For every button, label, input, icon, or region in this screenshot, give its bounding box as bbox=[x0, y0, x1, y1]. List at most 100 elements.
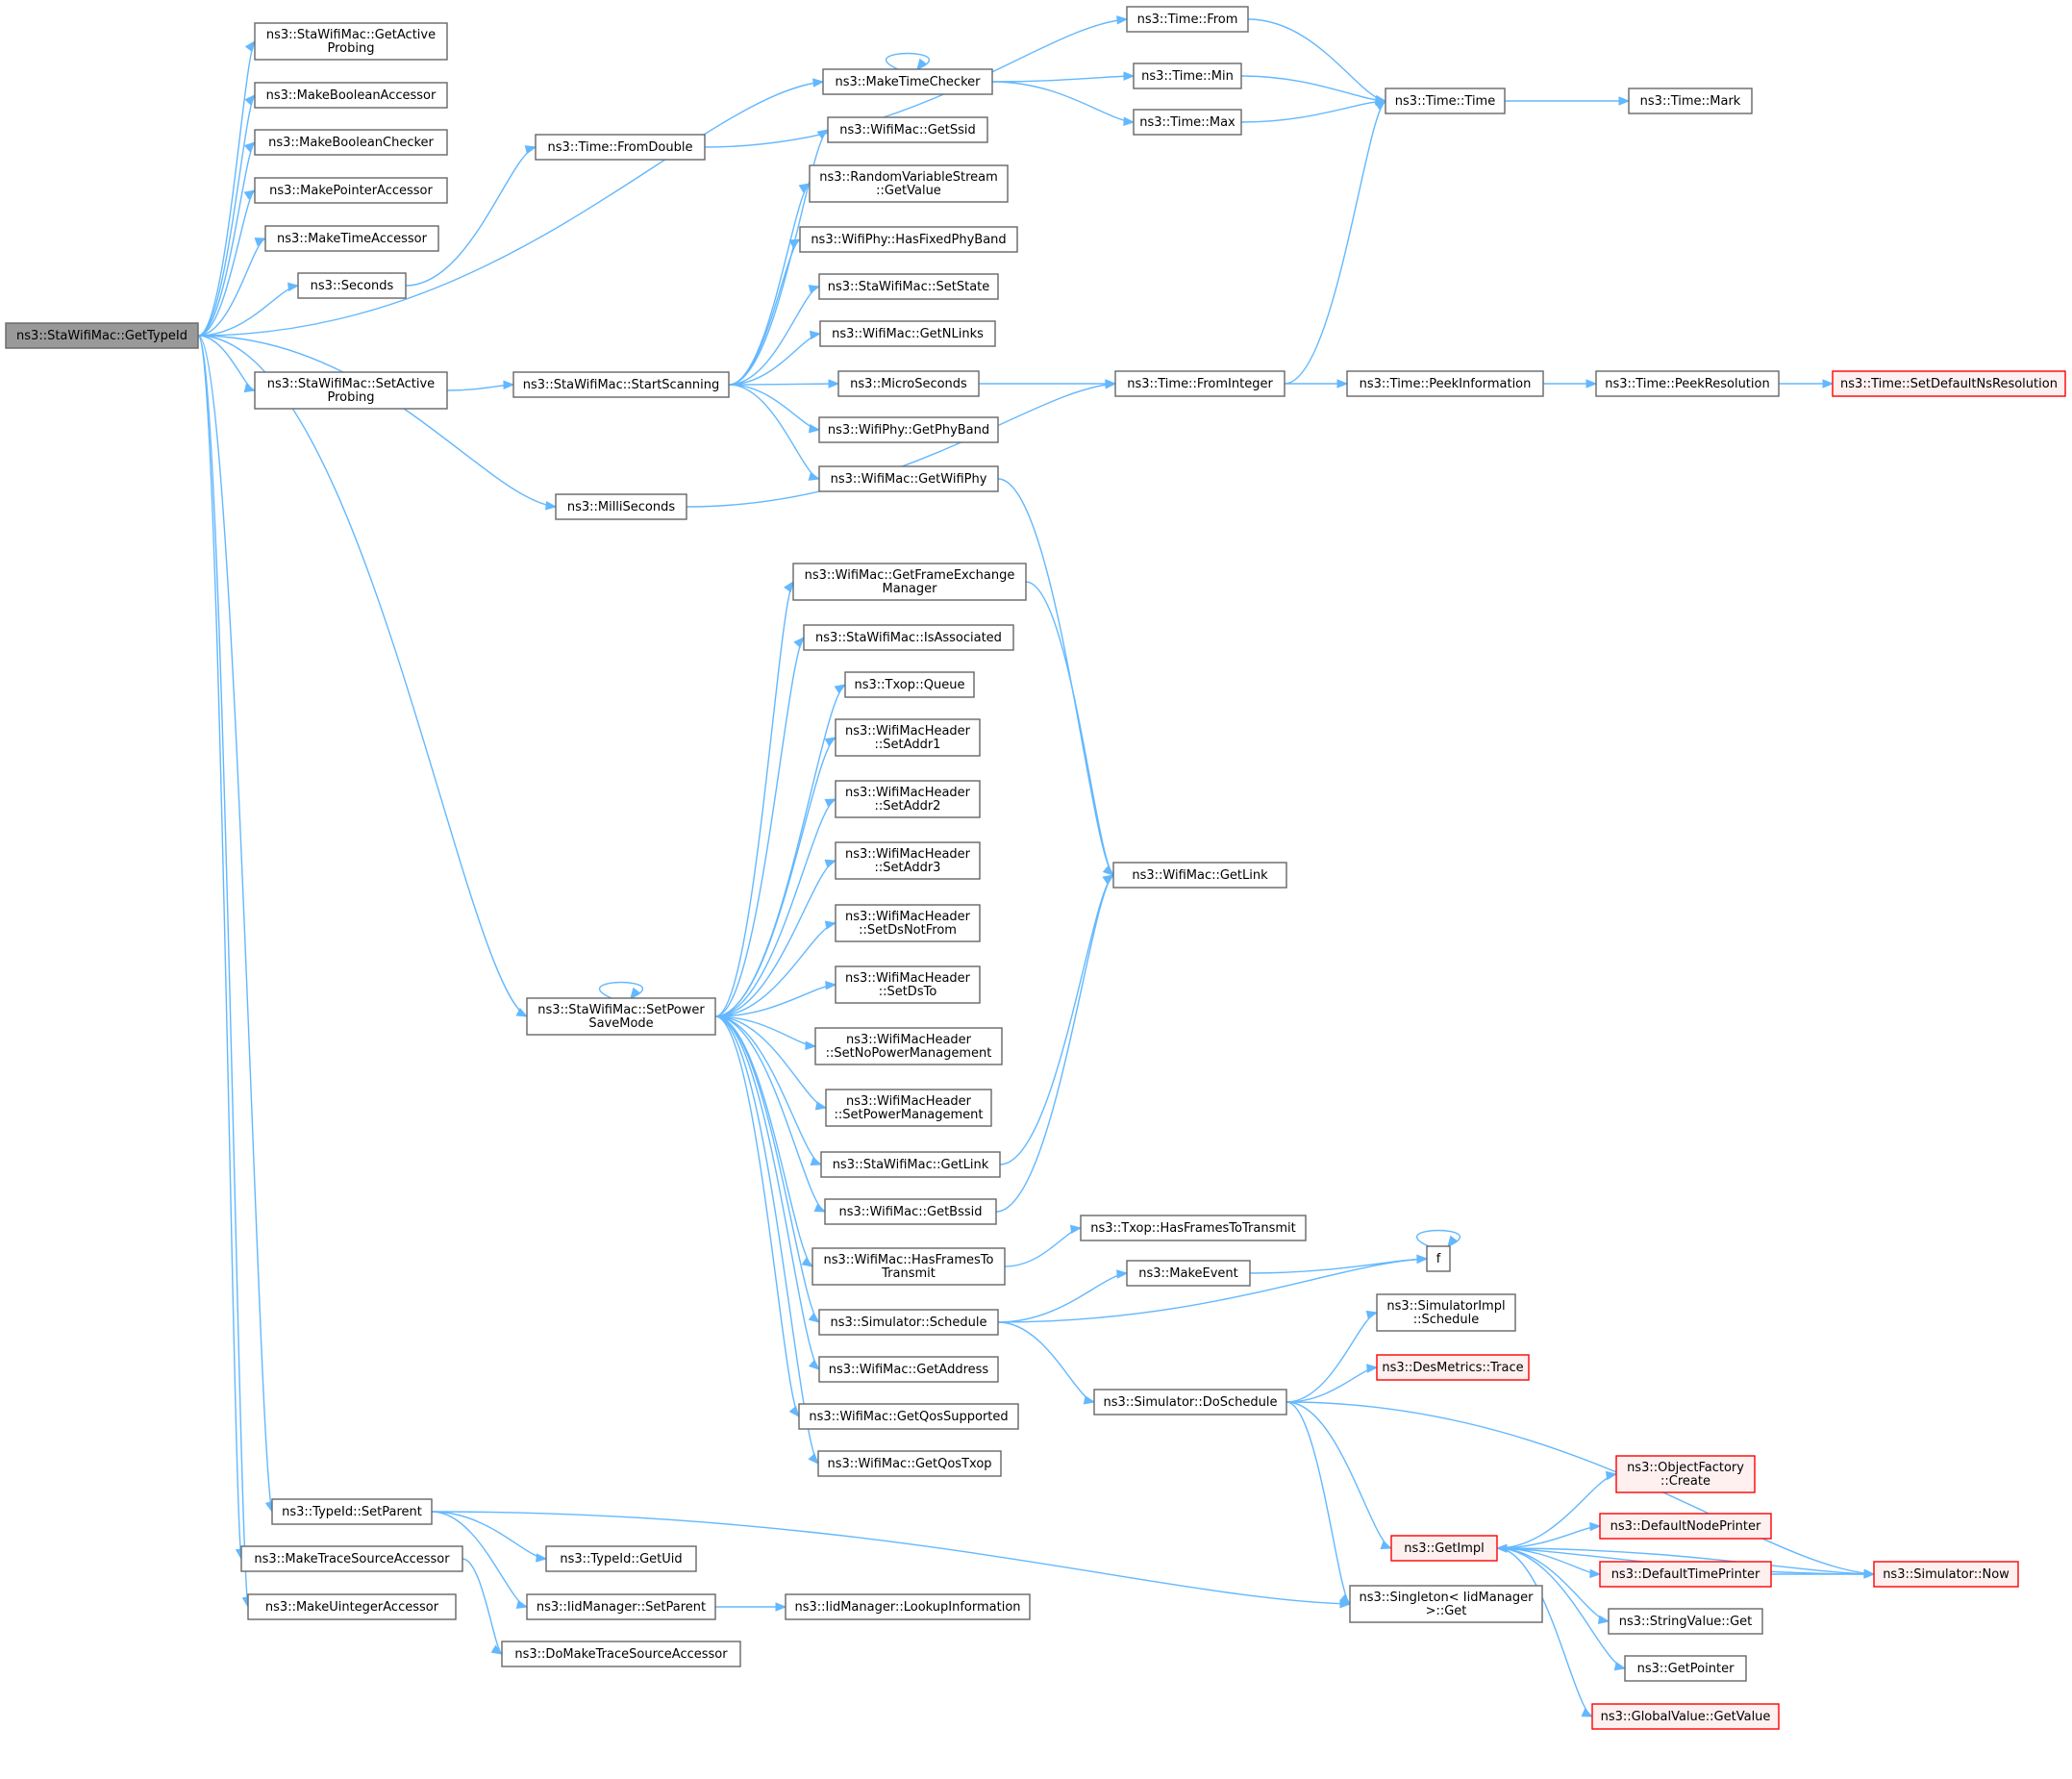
node-label: ::SetNoPowerManagement bbox=[826, 1046, 992, 1061]
node-fromInteger[interactable]: ns3::Time::FromInteger bbox=[1114, 370, 1286, 397]
node-defNodePrinter[interactable]: ns3::DefaultNodePrinter bbox=[1599, 1513, 1772, 1540]
edge-line bbox=[714, 1015, 822, 1165]
node-box bbox=[824, 1198, 997, 1225]
node-timeMax[interactable]: ns3::Time::Max bbox=[1133, 109, 1242, 136]
node-lookupInfo[interactable]: ns3::IidManager::LookupInformation bbox=[785, 1593, 1031, 1620]
edge-startScanning-to-hasFixedPhyBand bbox=[728, 238, 802, 386]
node-box bbox=[835, 904, 981, 942]
node-defTimePrinter[interactable]: ns3::DefaultTimePrinter bbox=[1599, 1561, 1772, 1588]
edge-arrowhead bbox=[808, 1359, 821, 1370]
node-setAddr3[interactable]: ns3::WifiMacHeader::SetAddr3 bbox=[835, 841, 981, 880]
edge-line bbox=[1286, 1401, 1351, 1605]
node-setDsNotFrom[interactable]: ns3::WifiMacHeader::SetDsNotFrom bbox=[835, 904, 981, 942]
node-timeFrom[interactable]: ns3::Time::From bbox=[1126, 6, 1249, 33]
node-microSeconds[interactable]: ns3::MicroSeconds bbox=[837, 370, 980, 397]
node-box bbox=[254, 177, 448, 204]
node-getUid[interactable]: ns3::TypeId::GetUid bbox=[545, 1545, 697, 1572]
node-getImpl[interactable]: ns3::GetImpl bbox=[1390, 1535, 1498, 1562]
node-root[interactable]: ns3::StaWifiMac::GetTypeId bbox=[5, 322, 199, 349]
node-desTrace[interactable]: ns3::DesMetrics::Trace bbox=[1376, 1354, 1530, 1381]
node-box bbox=[254, 82, 448, 109]
node-setDsTo[interactable]: ns3::WifiMacHeader::SetDsTo bbox=[835, 965, 981, 1004]
node-label: ns3::MakeEvent bbox=[1138, 1266, 1238, 1281]
node-doSchedule[interactable]: ns3::Simulator::DoSchedule bbox=[1093, 1389, 1287, 1416]
node-label: ns3::MakePointerAccessor bbox=[269, 184, 433, 198]
node-makeTraceSrcAcc[interactable]: ns3::MakeTraceSourceAccessor bbox=[240, 1545, 463, 1572]
node-objFactCreate[interactable]: ns3::ObjectFactory::Create bbox=[1615, 1455, 1756, 1493]
node-f[interactable]: f bbox=[1426, 1245, 1451, 1272]
edge-line bbox=[991, 75, 1135, 83]
node-txopQueue[interactable]: ns3::Txop::Queue bbox=[844, 671, 975, 698]
node-setAddr1[interactable]: ns3::WifiMacHeader::SetAddr1 bbox=[835, 718, 981, 757]
edge-setPowerSave-to-getBssid bbox=[714, 1015, 827, 1213]
node-makeTimeAcc[interactable]: ns3::MakeTimeAccessor bbox=[264, 225, 439, 252]
edge-arrowhead bbox=[243, 141, 257, 153]
node-typeIdSetParent[interactable]: ns3::TypeId::SetParent bbox=[271, 1498, 433, 1525]
node-peekInfo[interactable]: ns3::Time::PeekInformation bbox=[1346, 370, 1544, 397]
node-getPointer[interactable]: ns3::GetPointer bbox=[1624, 1655, 1747, 1682]
node-timeMin[interactable]: ns3::Time::Min bbox=[1133, 63, 1242, 89]
node-makeBoolChk[interactable]: ns3::MakeBooleanChecker bbox=[254, 129, 448, 156]
node-simImplSchedule[interactable]: ns3::SimulatorImpl::Schedule bbox=[1376, 1293, 1516, 1332]
node-simSchedule[interactable]: ns3::Simulator::Schedule bbox=[818, 1309, 999, 1336]
edge-line bbox=[1249, 1258, 1428, 1274]
node-stringValueGet[interactable]: ns3::StringValue::Get bbox=[1608, 1608, 1763, 1635]
node-makeEvent[interactable]: ns3::MakeEvent bbox=[1126, 1260, 1251, 1287]
edge-line bbox=[1284, 100, 1386, 385]
node-txopHasFrames[interactable]: ns3::Txop::HasFramesToTransmit bbox=[1080, 1215, 1307, 1241]
node-singletonGet[interactable]: ns3::Singleton< IidManager >::Get bbox=[1349, 1585, 1543, 1623]
node-getPhyBand[interactable]: ns3::WifiPhy::GetPhyBand bbox=[818, 416, 999, 443]
node-staGetLink[interactable]: ns3::StaWifiMac::GetLink bbox=[820, 1151, 1001, 1178]
edge-line bbox=[197, 335, 557, 508]
node-isAssociated[interactable]: ns3::StaWifiMac::IsAssociated bbox=[803, 624, 1014, 651]
node-startScanning[interactable]: ns3::StaWifiMac::StartScanning bbox=[512, 371, 730, 398]
edge-line bbox=[1496, 1525, 1601, 1549]
edge-line bbox=[197, 335, 249, 1608]
node-hasFramesTo[interactable]: ns3::WifiMac::HasFramesToTransmit bbox=[811, 1247, 1006, 1286]
node-seconds[interactable]: ns3::Seconds bbox=[297, 272, 407, 299]
edge-getWifiPhy-to-wifiGetLink bbox=[997, 478, 1115, 876]
node-getNLinks[interactable]: ns3::WifiMac::GetNLinks bbox=[819, 320, 996, 347]
node-box bbox=[811, 1247, 1006, 1286]
node-gvGetValue[interactable]: ns3::GlobalValue::GetValue bbox=[1591, 1703, 1780, 1730]
node-getBssid[interactable]: ns3::WifiMac::GetBssid bbox=[824, 1198, 997, 1225]
node-makeBoolAcc[interactable]: ns3::MakeBooleanAccessor bbox=[254, 82, 448, 109]
node-makePtrAcc[interactable]: ns3::MakePointerAccessor bbox=[254, 177, 448, 204]
node-getSsid[interactable]: ns3::WifiMac::GetSsid bbox=[827, 116, 988, 143]
node-timeTime[interactable]: ns3::Time::Time bbox=[1385, 88, 1506, 114]
node-setPM[interactable]: ns3::WifiMacHeader::SetPowerManagement bbox=[825, 1089, 992, 1127]
edge-arrowhead bbox=[244, 94, 256, 106]
node-setState[interactable]: ns3::StaWifiMac::SetState bbox=[818, 273, 999, 300]
node-hasFixedPhyBand[interactable]: ns3::WifiPhy::HasFixedPhyBand bbox=[799, 226, 1018, 253]
node-doMakeTrace[interactable]: ns3::DoMakeTraceSourceAccessor bbox=[501, 1641, 741, 1667]
node-fromDouble[interactable]: ns3::Time::FromDouble bbox=[535, 134, 706, 161]
node-label: ns3::WifiMacHeader bbox=[846, 1094, 972, 1109]
node-milliSeconds[interactable]: ns3::MilliSeconds bbox=[555, 493, 687, 520]
node-timeMark[interactable]: ns3::Time::Mark bbox=[1628, 88, 1753, 114]
node-makeTimeChecker[interactable]: ns3::MakeTimeChecker bbox=[822, 68, 993, 95]
node-box bbox=[825, 1089, 992, 1127]
node-setDefNsRes[interactable]: ns3::Time::SetDefaultNsResolution bbox=[1832, 370, 2066, 397]
edge-makeTimeChecker-to-timeMax bbox=[991, 81, 1136, 126]
node-peekRes[interactable]: ns3::Time::PeekResolution bbox=[1595, 370, 1780, 397]
node-simNow[interactable]: ns3::Simulator::Now bbox=[1873, 1561, 2019, 1588]
node-setAddr2[interactable]: ns3::WifiMacHeader::SetAddr2 bbox=[835, 780, 981, 818]
node-getQosSupported[interactable]: ns3::WifiMac::GetQosSupported bbox=[798, 1403, 1019, 1430]
node-getAddress[interactable]: ns3::WifiMac::GetAddress bbox=[818, 1356, 999, 1383]
node-rvsGetValue[interactable]: ns3::RandomVariableStream::GetValue bbox=[809, 164, 1009, 203]
node-getQosTxop[interactable]: ns3::WifiMac::GetQosTxop bbox=[817, 1450, 1002, 1477]
edge-arrowhead bbox=[808, 471, 821, 481]
edge-startScanning-to-getWifiPhy bbox=[728, 384, 821, 481]
node-makeUintAcc[interactable]: ns3::MakeUintegerAccessor bbox=[247, 1593, 457, 1620]
node-box bbox=[799, 226, 1018, 253]
node-wifiGetLink[interactable]: ns3::WifiMac::GetLink bbox=[1112, 862, 1287, 889]
node-setNoPM[interactable]: ns3::WifiMacHeader::SetNoPowerManagement bbox=[814, 1027, 1003, 1065]
node-label: ns3::WifiPhy::GetPhyBand bbox=[828, 423, 989, 438]
node-getWifiPhy[interactable]: ns3::WifiMac::GetWifiPhy bbox=[818, 465, 999, 492]
node-iidSetParent[interactable]: ns3::IidManager::SetParent bbox=[526, 1593, 716, 1620]
edge-arrowhead bbox=[1416, 1254, 1429, 1264]
